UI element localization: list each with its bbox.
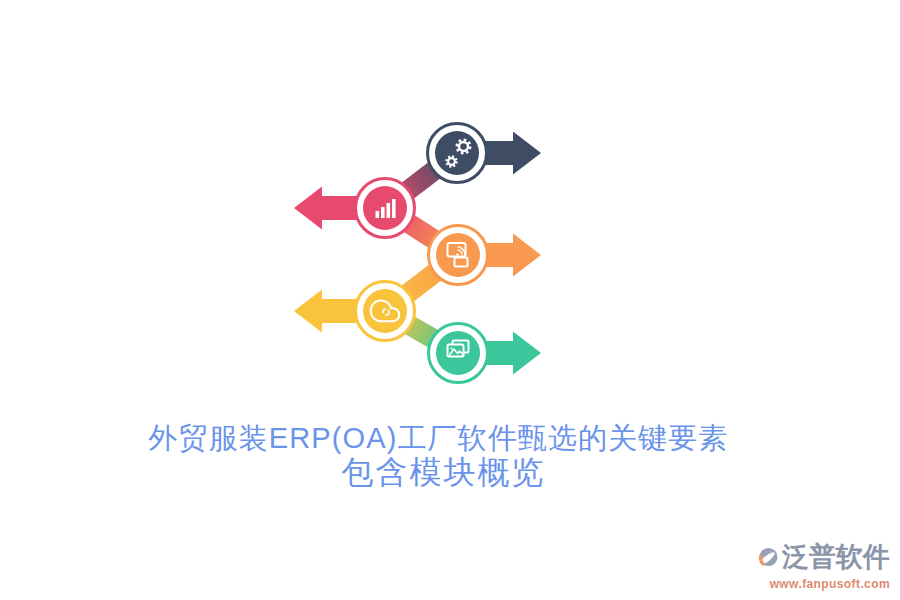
step-circles: [356, 124, 488, 383]
circle-fill: [363, 186, 407, 230]
step-circle-bar-chart: [356, 179, 415, 238]
title-line-1: 外贸服装ERP(OA)工厂软件甄选的关键要素: [0, 422, 877, 454]
circle-fill: [363, 289, 407, 333]
fanpu-logo-icon: [758, 546, 779, 568]
watermark-brand-text: 泛普软件: [782, 539, 890, 575]
title-line-2: 包含模块概览: [0, 456, 887, 489]
step-circle-gears: [428, 124, 487, 183]
step-circle-cloud-sync: [356, 282, 415, 341]
watermark: 泛普软件 www.fanpusoft.com: [758, 539, 890, 591]
watermark-brand-row: 泛普软件: [758, 539, 890, 575]
circle-fill: [435, 131, 479, 175]
watermark-url: www.fanpusoft.com: [758, 577, 890, 591]
step-circle-photos: [429, 324, 488, 383]
step-circle-screen-cast: [429, 226, 488, 285]
